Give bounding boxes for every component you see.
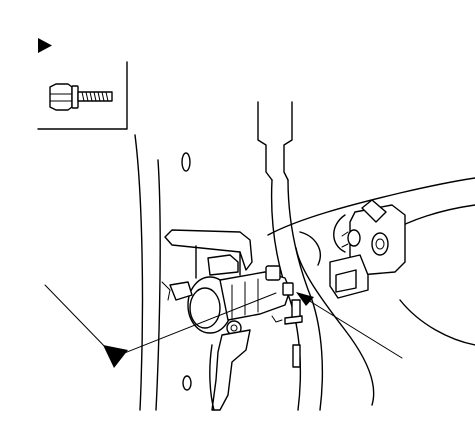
lower-arm <box>209 329 251 411</box>
panel-hole-lower <box>182 375 192 391</box>
clip <box>291 299 301 319</box>
legend-box <box>37 38 128 130</box>
callout-arrow-icon-2 <box>296 292 314 306</box>
switch-assembly <box>329 199 406 299</box>
bolt-icon <box>49 83 113 111</box>
callout-1 <box>44 284 277 368</box>
slot <box>292 344 301 368</box>
callout-2 <box>296 292 403 359</box>
panel-hole <box>181 152 191 172</box>
clips <box>271 299 303 368</box>
dash-housing <box>267 177 475 346</box>
legend-arrow-icon <box>38 38 52 53</box>
connector <box>161 265 294 336</box>
body-panel <box>134 134 192 411</box>
callout-arrow-icon <box>103 345 128 368</box>
cable <box>257 101 375 411</box>
bracket <box>164 229 253 279</box>
